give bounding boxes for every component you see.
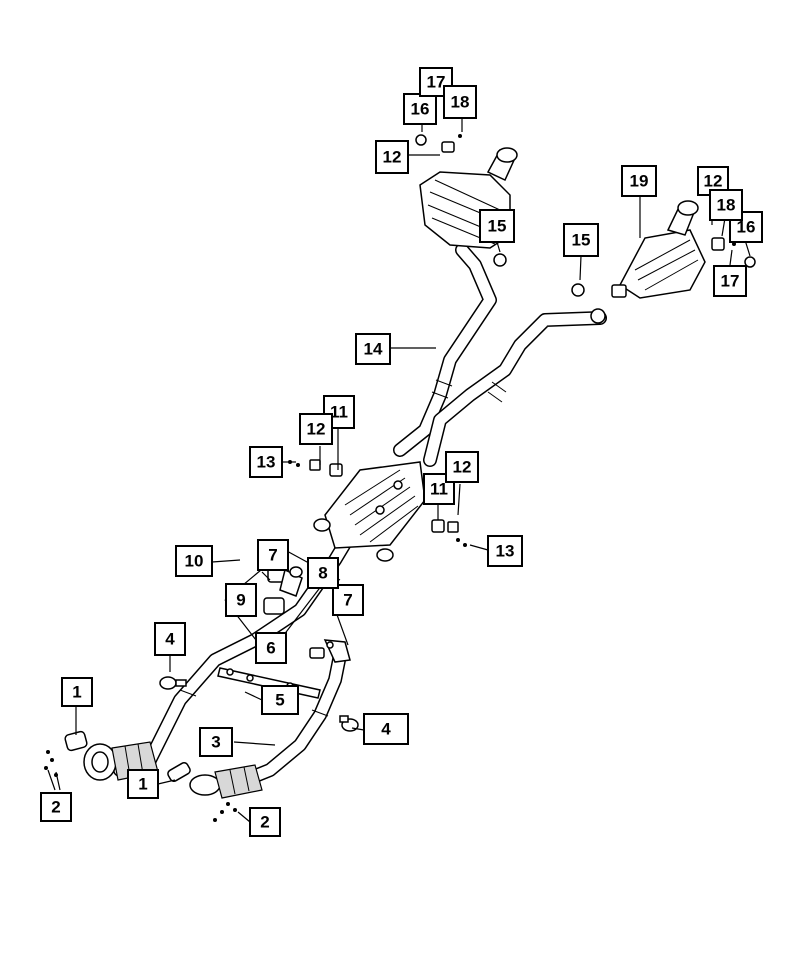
isolator-group — [263, 566, 303, 615]
callout-4a-label: 4 — [165, 630, 175, 649]
gasket-left — [64, 730, 88, 752]
callout-10: 10 — [175, 545, 213, 577]
center-resonator — [313, 461, 426, 562]
callout-5: 5 — [261, 685, 299, 715]
callout-1b-label: 1 — [138, 775, 147, 794]
isolator-right-muffler — [571, 283, 585, 297]
callout-12c-label: 12 — [383, 148, 402, 167]
callout-13a: 13 — [249, 446, 283, 478]
hanger-bracket-upper — [309, 459, 321, 471]
callout-11b-label: 11 — [430, 480, 448, 499]
callout-18b-label: 18 — [717, 196, 736, 215]
callout-15b: 15 — [563, 223, 599, 257]
clamp-right — [339, 715, 359, 732]
gasket-right — [167, 762, 191, 782]
callout-13b-label: 13 — [496, 542, 515, 561]
callout-2b-label: 2 — [260, 813, 269, 832]
callout-7a: 7 — [257, 539, 289, 571]
hanger-left-muffler — [415, 134, 427, 146]
callout-16b-label: 16 — [737, 218, 756, 237]
callout-5-label: 5 — [275, 691, 284, 710]
callout-16a: 16 — [403, 93, 437, 125]
callout-13b: 13 — [487, 535, 523, 567]
callout-1a: 1 — [61, 677, 93, 707]
right-catalytic-converter — [189, 764, 263, 799]
callout-17a-label: 17 — [427, 73, 446, 92]
callout-9-label: 9 — [236, 591, 245, 610]
callout-11a-label: 11 — [330, 403, 348, 422]
callout-15b-label: 15 — [572, 231, 591, 250]
callout-15a: 15 — [479, 209, 515, 243]
callout-7b: 7 — [332, 584, 364, 616]
callout-12a: 12 — [299, 413, 333, 445]
right-muffler — [611, 200, 706, 299]
callout-17b: 17 — [713, 265, 747, 297]
isolator-lower — [431, 519, 445, 533]
callout-1b: 1 — [127, 769, 159, 799]
callout-2a: 2 — [40, 792, 72, 822]
callout-18a: 18 — [443, 85, 477, 119]
callout-7a-label: 7 — [268, 546, 277, 565]
callout-8: 8 — [307, 557, 339, 589]
isolator-upper — [329, 463, 343, 477]
callout-1a-label: 1 — [72, 683, 81, 702]
studs-left — [44, 750, 58, 777]
callout-6: 6 — [255, 632, 287, 664]
callout-3: 3 — [199, 727, 233, 757]
isolator-left-muffler — [493, 253, 507, 267]
callout-3-label: 3 — [211, 733, 220, 752]
callout-17b-label: 17 — [721, 272, 740, 291]
clamp-left — [159, 676, 187, 690]
hanger-bracket-lower — [447, 521, 459, 533]
callout-10-label: 10 — [185, 552, 204, 571]
callout-12c: 12 — [375, 140, 409, 174]
callout-19: 19 — [621, 165, 657, 197]
callout-14-label: 14 — [364, 340, 383, 359]
callout-18b: 18 — [709, 189, 743, 221]
callout-4b: 4 — [363, 713, 409, 745]
callout-2a-label: 2 — [51, 798, 60, 817]
callout-18a-label: 18 — [451, 93, 470, 112]
callout-8-label: 8 — [318, 564, 327, 583]
callout-12b-label: 12 — [453, 458, 472, 477]
callout-15a-label: 15 — [488, 217, 507, 236]
callout-13a-label: 13 — [257, 453, 276, 472]
callout-19-label: 19 — [630, 172, 649, 191]
callout-2b: 2 — [249, 807, 281, 837]
callout-9: 9 — [225, 583, 257, 617]
hanger-right — [309, 639, 351, 663]
callout-7b-label: 7 — [343, 591, 352, 610]
callout-4b-label: 4 — [381, 720, 391, 739]
callout-16a-label: 16 — [411, 100, 430, 119]
callout-14: 14 — [355, 333, 391, 365]
callout-12b: 12 — [445, 451, 479, 483]
studs-right — [213, 802, 237, 822]
callout-4a: 4 — [154, 622, 186, 656]
flange-right — [590, 308, 606, 324]
callout-12a-label: 12 — [307, 420, 326, 439]
callout-12d-label: 12 — [704, 172, 723, 191]
callout-6-label: 6 — [266, 639, 275, 658]
callout-17a: 17 — [419, 67, 453, 97]
